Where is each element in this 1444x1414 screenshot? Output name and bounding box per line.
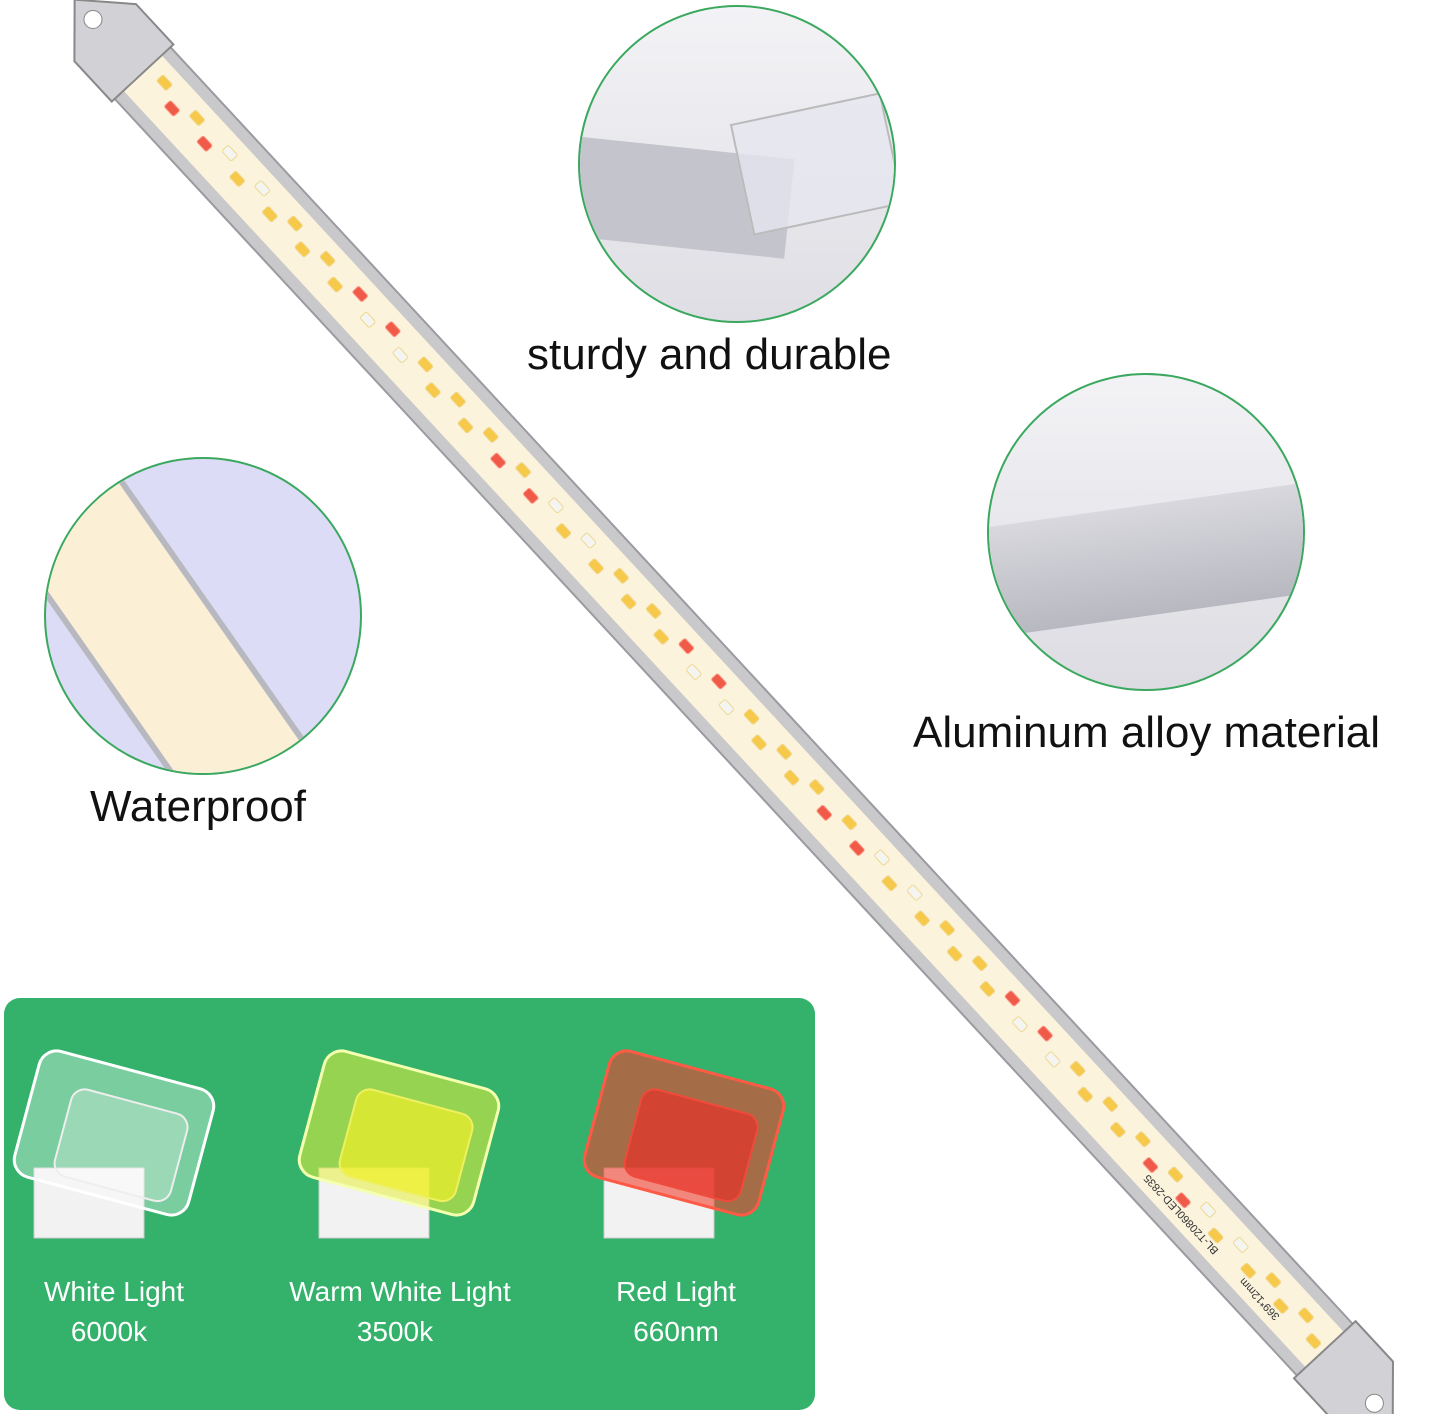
led-chip xyxy=(979,981,996,997)
led-chip xyxy=(874,849,890,866)
led-chip xyxy=(1232,1237,1249,1253)
feature-caption-sturdy: sturdy and durable xyxy=(527,330,892,379)
light-spec: 3500k xyxy=(356,1316,434,1347)
led-chip xyxy=(881,875,898,892)
led-chip xyxy=(392,347,409,363)
led-chip xyxy=(262,206,278,222)
led-chip xyxy=(425,382,441,399)
led-chip xyxy=(1110,1121,1126,1138)
led-chip xyxy=(1142,1157,1159,1173)
led-chip xyxy=(1298,1307,1314,1324)
led-chip xyxy=(385,321,401,338)
led-chip xyxy=(221,145,238,162)
led-chip xyxy=(319,250,336,267)
led-chip xyxy=(457,417,474,434)
led-chip xyxy=(523,488,539,504)
led-chip xyxy=(711,673,727,690)
led-chip xyxy=(1004,990,1021,1007)
warm-white-light-icon xyxy=(297,1049,501,1239)
led-chip xyxy=(751,734,767,751)
led-chip xyxy=(1207,1227,1224,1244)
led-chip xyxy=(972,955,988,972)
mount-hole-icon xyxy=(1364,1393,1384,1413)
led-chip xyxy=(1077,1086,1093,1103)
led-chip xyxy=(482,427,499,443)
led-chip xyxy=(588,558,604,575)
led-chip xyxy=(1265,1272,1282,1289)
led-chip xyxy=(294,241,311,258)
light-name: Red Light xyxy=(616,1276,736,1307)
led-chip xyxy=(287,215,303,232)
mount-hole-icon xyxy=(83,9,103,29)
led-chip xyxy=(1135,1131,1151,1148)
led-chip xyxy=(809,779,825,795)
led-chip xyxy=(352,286,368,302)
led-chip xyxy=(1102,1096,1119,1112)
led-chip xyxy=(555,523,572,539)
feature-caption-aluminum: Aluminum alloy material xyxy=(913,708,1381,757)
led-chip xyxy=(359,311,376,328)
led-chip xyxy=(849,840,865,856)
led-chip xyxy=(906,884,923,901)
light-red: Red Light 660nm xyxy=(546,1272,806,1352)
led-chip xyxy=(515,462,531,478)
light-name: White Light xyxy=(43,1276,185,1307)
led-chip xyxy=(743,708,760,725)
led-chip xyxy=(156,74,173,91)
led-chip xyxy=(678,638,695,655)
led-chip xyxy=(196,135,213,152)
led-chip xyxy=(327,276,343,293)
led-chip xyxy=(548,497,564,514)
led-chip xyxy=(229,171,245,187)
led-chip xyxy=(254,180,271,197)
led-chip xyxy=(776,743,792,760)
led-chip xyxy=(653,628,669,645)
led-chip xyxy=(580,532,597,549)
led-chip xyxy=(841,814,858,831)
led-chip xyxy=(1175,1192,1191,1209)
led-chip xyxy=(189,110,205,126)
led-chip xyxy=(450,391,466,408)
feature-image-aluminum xyxy=(987,373,1305,691)
led-chip xyxy=(613,567,629,584)
led-chip xyxy=(1305,1333,1322,1350)
light-warm-white: Warm White Light 3500k xyxy=(270,1272,530,1352)
led-chip xyxy=(417,356,434,373)
led-chip xyxy=(783,769,800,786)
light-spec: 660nm xyxy=(633,1316,719,1347)
led-chip xyxy=(1069,1060,1086,1077)
led-chip xyxy=(164,100,180,117)
light-spec: 6000k xyxy=(70,1316,148,1347)
led-chip xyxy=(718,699,735,716)
feature-caption-waterproof: Waterproof xyxy=(90,782,307,831)
red-light-icon xyxy=(582,1049,786,1239)
light-white: White Light 6000k xyxy=(0,1272,244,1352)
led-pcb xyxy=(120,51,1348,1372)
led-chip xyxy=(1167,1166,1184,1183)
led-chip xyxy=(1240,1262,1256,1279)
light-types-panel: White Light 6000k Warm White Light 3500k… xyxy=(4,998,815,1410)
led-chip xyxy=(816,804,832,821)
led-chip xyxy=(686,664,702,680)
led-chip xyxy=(1012,1016,1028,1033)
led-chip xyxy=(946,945,963,962)
white-light-icon xyxy=(12,1049,216,1239)
led-chip xyxy=(1044,1051,1061,1068)
led-chip xyxy=(645,603,662,619)
led-chip xyxy=(914,910,930,927)
light-name: Warm White Light xyxy=(289,1276,511,1307)
led-chip xyxy=(620,593,637,610)
feature-image-sturdy xyxy=(578,5,896,323)
led-chip xyxy=(1037,1025,1053,1042)
led-chip xyxy=(490,452,506,469)
light-icons xyxy=(12,1049,786,1239)
feature-image-waterproof xyxy=(44,457,362,775)
led-chip xyxy=(1273,1298,1289,1314)
led-chip xyxy=(1200,1201,1216,1218)
led-chip xyxy=(939,920,955,936)
